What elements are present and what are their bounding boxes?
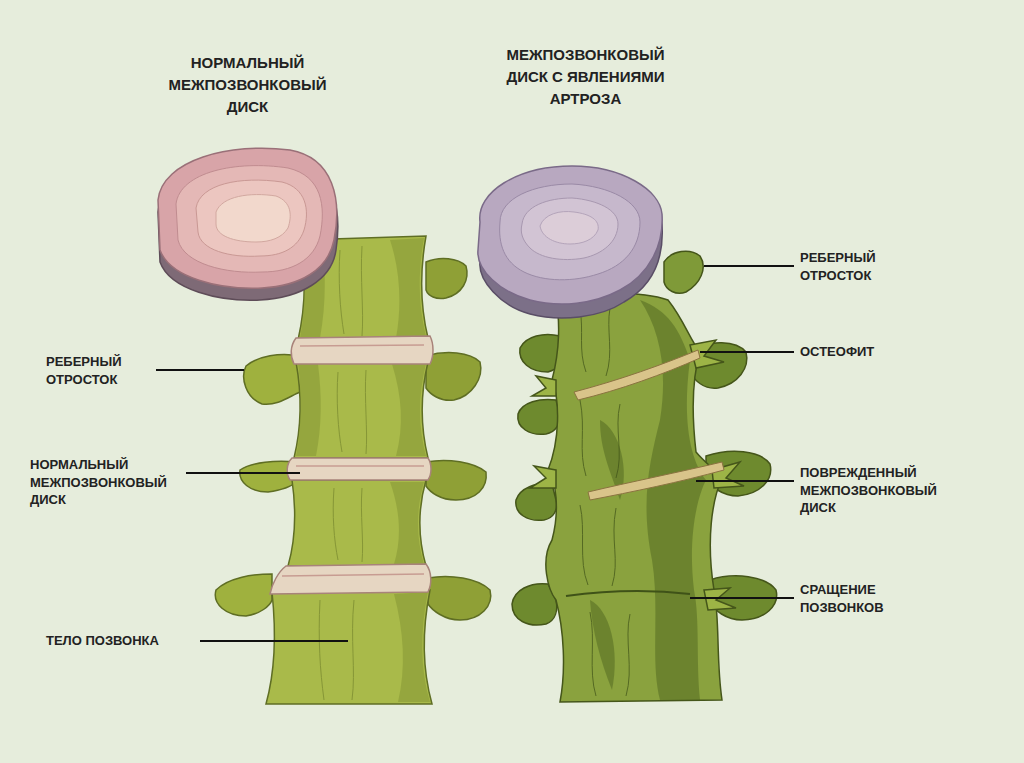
part-label: СРАЩЕНИЕ ПОЗВОНКОВ: [800, 581, 910, 616]
leader-line: [156, 369, 244, 371]
part-label: НОРМАЛЬНЫЙ МЕЖПОЗВОНКОВЫЙ ДИСК: [30, 456, 180, 509]
part-label: РЕБЕРНЫЙ ОТРОСТОК: [46, 353, 146, 388]
column-heading: МЕЖПОЗВОНКОВЫЙ ДИСК С ЯВЛЕНИЯМИ АРТРОЗА: [498, 44, 673, 109]
leader-line: [696, 480, 794, 482]
leader-line: [700, 351, 794, 353]
part-label: РЕБЕРНЫЙ ОТРОСТОК: [800, 249, 900, 284]
part-label: ТЕЛО ПОЗВОНКА: [46, 632, 196, 650]
column-heading: НОРМАЛЬНЫЙ МЕЖПОЗВОНКОВЫЙ ДИСК: [165, 52, 330, 117]
leader-line: [200, 640, 348, 642]
arthrosis-spine: [478, 166, 777, 702]
part-label: ОСТЕОФИТ: [800, 343, 950, 361]
leader-lines: [156, 266, 794, 641]
leader-line: [704, 265, 794, 267]
leader-line: [186, 472, 300, 474]
leader-line: [690, 597, 794, 599]
part-label: ПОВРЕЖДЕННЫЙ МЕЖПОЗВОНКОВЫЙ ДИСК: [800, 464, 950, 517]
normal-spine: [158, 148, 491, 704]
